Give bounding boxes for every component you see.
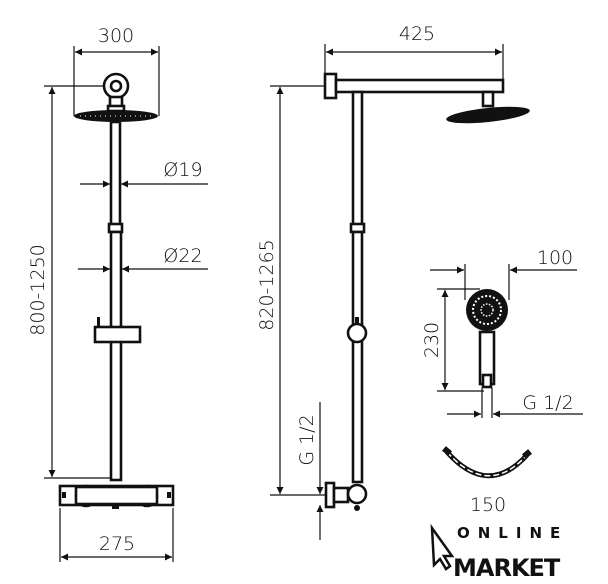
- hand-shower-view: 100 230 G 1/2: [421, 247, 583, 418]
- upper-pipe: [109, 120, 122, 229]
- online-market-logo: ONLINE MARKET: [430, 523, 568, 582]
- hose-length-label: 150: [470, 494, 506, 516]
- height-800-1250-label: 800-1250: [27, 244, 49, 335]
- front-view: 300 Ø19 Ø22 800-1250: [27, 25, 208, 562]
- valve-connector: [324, 481, 368, 511]
- shower-arm: [334, 78, 505, 94]
- overhead-shower-head-side: [446, 106, 530, 124]
- lower-pipe: [109, 230, 123, 482]
- thermostat-body: [58, 484, 175, 509]
- dimension-425: 425: [399, 23, 435, 45]
- diameter-19-label: Ø19: [163, 159, 202, 181]
- height-820-1265-label: 820-1265: [256, 239, 278, 330]
- dimension-230: 230: [421, 322, 443, 358]
- logo-line2: MARKET: [453, 554, 561, 582]
- hand-shower-connection-label: G 1/2: [522, 392, 573, 414]
- slider-knob: [346, 322, 368, 344]
- dimension-100: 100: [537, 247, 573, 269]
- wall-bracket: [323, 72, 338, 100]
- cursor-icon: [430, 523, 455, 571]
- side-view: 425 820-1265 G 1/2: [256, 23, 530, 540]
- diameter-22-label: Ø22: [163, 245, 202, 267]
- logo-line1: ONLINE: [457, 524, 568, 542]
- dimension-275: 275: [99, 533, 135, 555]
- side-connection-label: G 1/2: [296, 414, 318, 465]
- dimension-300: 300: [98, 25, 134, 47]
- hose: 150: [442, 446, 532, 516]
- hand-shower-holder: [93, 317, 142, 344]
